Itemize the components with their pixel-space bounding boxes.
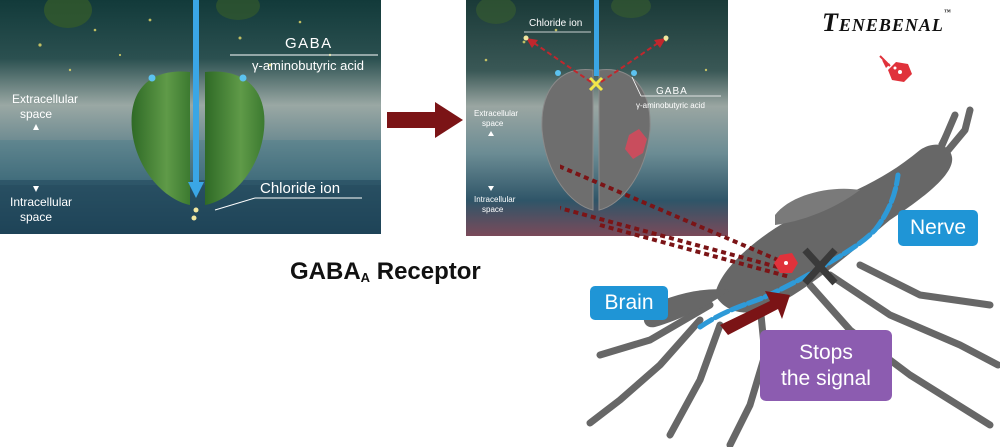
transition-arrow (387, 102, 463, 138)
receptor-caption: GABAA Receptor (290, 258, 481, 285)
chloride-ion-label: Chloride ion (260, 180, 340, 197)
receptor-subunit-left (131, 71, 190, 205)
gaba-receptor-blocked-panel: Chloride ion GABA γ-aminobutyric acid Ex… (466, 0, 728, 236)
intracellular-label: Intracellular (10, 195, 72, 209)
svg-text:space: space (20, 210, 52, 224)
gaba-full-label: γ-aminobutyric acid (636, 101, 705, 110)
blocked-receptor-right (598, 69, 651, 211)
stops-signal-label: Stops the signal (760, 330, 892, 401)
extracellular-label: Extracellular (474, 109, 518, 118)
nerve-label: Nerve (898, 210, 978, 246)
svg-text:space: space (20, 107, 52, 121)
mosquito-body (715, 144, 953, 313)
chloride-ion-label: Chloride ion (529, 18, 582, 29)
gaba-receptor-open-panel: GABA γ-aminobutyric acid Extracellular s… (0, 0, 381, 234)
brand-logo: TENEBENAL™ (822, 8, 952, 37)
receptor-subunit-right (205, 71, 265, 205)
brain-label: Brain (590, 286, 668, 320)
svg-text:space: space (482, 205, 504, 214)
gaba-label: GABA (285, 35, 333, 52)
svg-text:space: space (482, 119, 504, 128)
gaba-full-label: γ-aminobutyric acid (252, 58, 364, 73)
intracellular-label: Intracellular (474, 195, 516, 204)
mosquito-illustration (560, 106, 1000, 447)
gaba-label: GABA (656, 86, 688, 97)
drug-molecule-icon (879, 55, 912, 82)
extracellular-label: Extracellular (12, 92, 78, 106)
